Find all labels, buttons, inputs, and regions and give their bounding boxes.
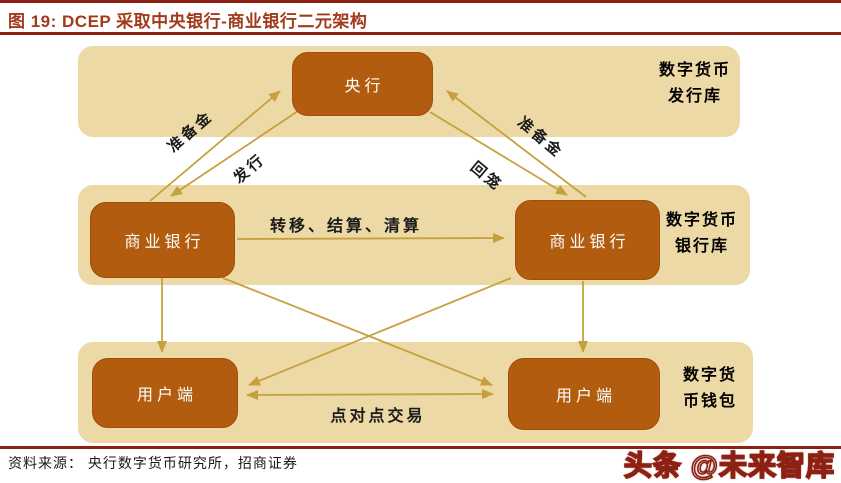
- arrow-cross-right-to-left: [248, 277, 512, 386]
- edge-label-transfer: 转移、结算、清算: [269, 218, 423, 235]
- vault-label-wallet-line2: 币钱包: [682, 392, 737, 410]
- arrow-recall: [446, 90, 587, 198]
- node-central-bank: 央行: [292, 52, 433, 116]
- vault-label-wallet-line1: 数字货: [682, 367, 737, 384]
- vault-label-bank: 数字货币 银行库: [654, 208, 750, 259]
- arrow-issue: [170, 110, 299, 197]
- arrow-p2p: [246, 389, 494, 400]
- node-commercial-bank-left: 商业银行: [90, 202, 235, 278]
- arrow-reserve-right: [429, 111, 568, 196]
- node-commercial-bank-right-label: 商业银行: [549, 234, 630, 251]
- vault-label-bank-line1: 数字货币: [665, 212, 738, 229]
- arrow-cross-left-to-right: [222, 277, 493, 386]
- arrow-transfer: [236, 233, 505, 244]
- node-commercial-bank-right: 商业银行: [515, 200, 660, 280]
- node-user-terminal-right-label: 用户端: [555, 388, 616, 405]
- node-user-terminal-left-label: 用户端: [136, 387, 197, 404]
- watermark-toutiao: 头条 @未来智库: [623, 449, 835, 482]
- vault-label-wallet: 数字货 币钱包: [666, 363, 754, 414]
- vault-label-issuance: 数字货币 发行库: [648, 58, 742, 109]
- edge-label-p2p: 点对点交易: [330, 408, 426, 425]
- title-underline-rule: [0, 32, 841, 35]
- node-user-terminal-left: 用户端: [92, 358, 238, 428]
- node-user-terminal-right: 用户端: [508, 358, 660, 430]
- arrow-reserve-left: [149, 90, 281, 202]
- node-central-bank-label: 央行: [344, 78, 385, 95]
- vault-label-bank-line2: 银行库: [674, 237, 729, 255]
- footer-rule: [0, 446, 841, 449]
- source-note: 资料来源： 央行数字货币研究所，招商证券: [8, 455, 298, 471]
- vault-label-issuance-line1: 数字货币: [658, 62, 731, 79]
- figure-title: 图 19: DCEP 采取中央银行-商业银行二元架构: [8, 12, 368, 31]
- node-commercial-bank-left-label: 商业银行: [124, 234, 205, 251]
- vault-label-issuance-line2: 发行库: [667, 87, 722, 105]
- top-border-rule: [0, 0, 841, 3]
